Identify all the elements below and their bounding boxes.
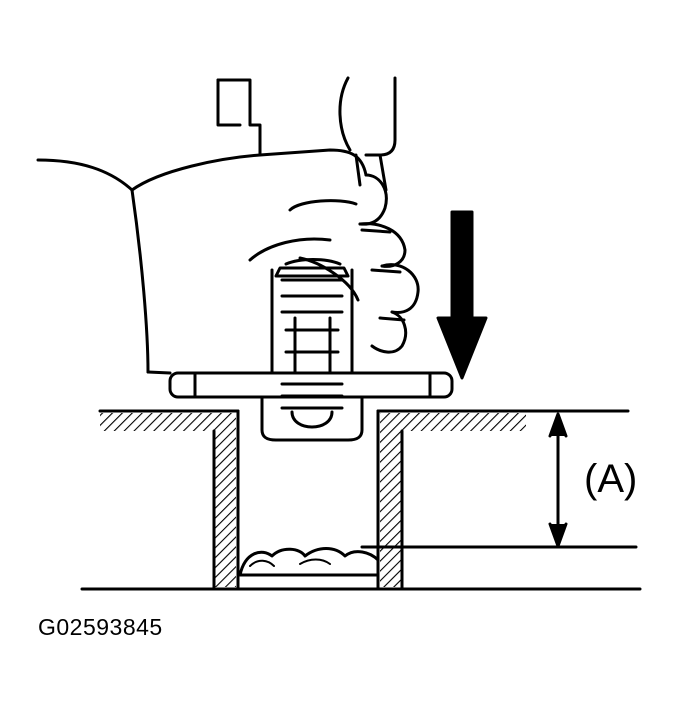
dimension-label: (A) [584,457,637,501]
thermostat-body [260,258,364,442]
sleeve-cuff [216,76,397,192]
press-down-arrow [436,210,488,380]
bore-contents [238,547,380,577]
hand [36,148,420,375]
figure-id: G02593845 [38,614,163,640]
dimension-arrow [548,412,568,548]
bench-block-left [98,409,240,591]
